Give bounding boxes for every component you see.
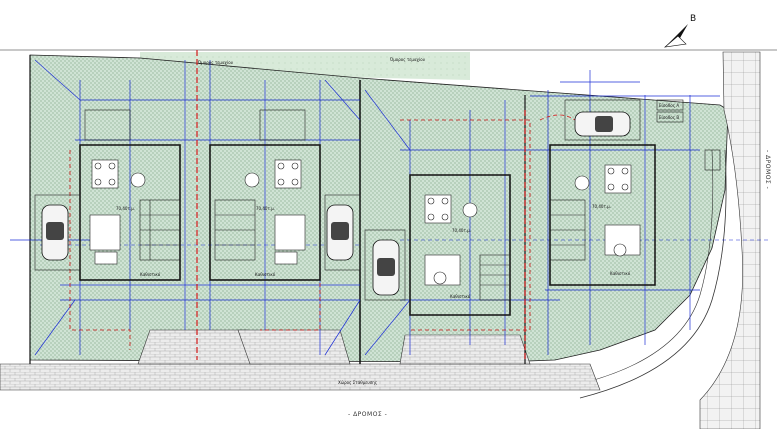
car-3 (372, 239, 400, 296)
car-4 (574, 111, 631, 137)
car-1 (41, 204, 69, 261)
unit-1-area: 70,40τ.μ. (116, 206, 135, 211)
unit-3-living: Καθιστικό (450, 294, 471, 299)
road-label: - ΔΡΟΜΟΣ - (348, 411, 387, 418)
unit-2-area: 70,40τ.μ. (256, 206, 275, 211)
front-sidewalk (0, 363, 601, 391)
entrance-label-b: Είσοδος Β (659, 115, 679, 120)
unit-2: 70,40τ.μ. Καθιστικό (209, 109, 321, 281)
unit-4-living: Καθιστικό (610, 271, 631, 276)
unit-4: 70,40τ.μ. Καθιστικό (549, 144, 656, 286)
entrance-label-a: Είσοδος Α (659, 103, 679, 108)
unit-2-living: Καθιστικό (255, 272, 276, 277)
unit-1-living: Καθιστικό (140, 272, 161, 277)
boundary-label-1: Όμορος τεμαχίου (197, 60, 234, 65)
unit-3: 70,40τ.μ. Καθιστικό (409, 174, 511, 316)
car-2 (326, 204, 354, 261)
neighbour-lot (140, 52, 470, 80)
parking-label: Χώρος Στάθμευσης (338, 380, 377, 385)
north-label: Β (690, 14, 696, 24)
north-arrow-icon: Β (664, 14, 696, 48)
unit-3-area: 70,40τ.μ. (452, 228, 471, 233)
side-road-label: - ΔΡΟΜΟΣ - (764, 150, 771, 189)
unit-4-area: 70,40τ.μ. (592, 204, 611, 209)
side-sidewalk (699, 51, 761, 429)
boundary-label-2: Όμορος τεμαχίου (389, 57, 426, 62)
